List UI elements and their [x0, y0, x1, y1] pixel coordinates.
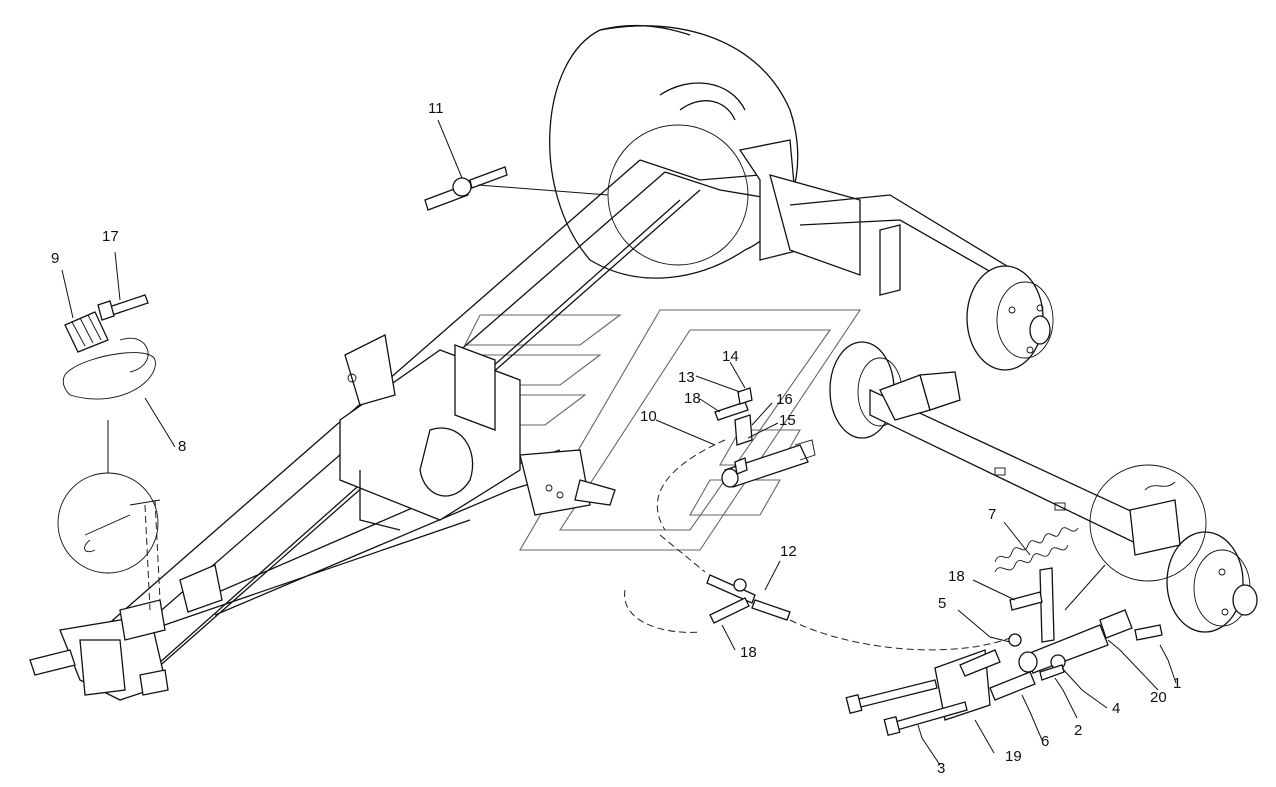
detail-circle-hub — [607, 124, 749, 266]
hydraulic-cylinder-10 — [721, 439, 816, 488]
fittings-11 — [424, 166, 609, 211]
pin-17 — [97, 294, 149, 321]
fittings-13-18 — [714, 387, 753, 446]
rear-right-hub — [966, 265, 1054, 371]
callout-18-bottom: 18 — [740, 644, 757, 661]
leader-lines — [61, 119, 1177, 766]
spring-7 — [994, 527, 1079, 573]
mounting-plate-19 — [934, 649, 1036, 721]
front-axle — [829, 341, 1258, 633]
axle-carrier — [339, 334, 616, 531]
callout-6: 6 — [1041, 733, 1049, 750]
callout-13: 13 — [678, 369, 695, 386]
bolts-3 — [845, 679, 968, 737]
callout-20: 20 — [1150, 689, 1167, 706]
callout-18-right: 18 — [948, 568, 965, 585]
callout-5: 5 — [938, 595, 946, 612]
callout-12: 12 — [780, 543, 797, 560]
callout-8: 8 — [178, 438, 186, 455]
callout-3: 3 — [937, 760, 945, 777]
tee-fitting-stack — [1009, 567, 1055, 643]
callout-11: 11 — [428, 100, 444, 117]
callout-labels: 1 2 3 4 5 6 7 8 9 10 11 12 13 14 15 16 1… — [51, 100, 1181, 777]
callout-10: 10 — [640, 408, 657, 425]
pin-cap-9 — [64, 311, 109, 353]
callout-14: 14 — [722, 348, 739, 365]
callout-18-top: 18 — [684, 390, 701, 407]
hydraulic-cylinder-20 — [1018, 609, 1163, 674]
strap-clip-8 — [62, 337, 156, 400]
callout-9: 9 — [51, 250, 59, 267]
tow-hitch — [29, 564, 223, 701]
callout-7: 7 — [988, 506, 996, 523]
callout-19: 19 — [1005, 748, 1022, 765]
callout-15: 15 — [779, 412, 796, 429]
small-parts — [1008, 633, 1066, 681]
callout-4: 4 — [1112, 700, 1120, 717]
routing-paths — [624, 439, 1011, 651]
callout-1: 1 — [1173, 675, 1181, 692]
callout-2: 2 — [1074, 722, 1082, 739]
callout-16: 16 — [776, 391, 793, 408]
callout-17: 17 — [102, 228, 119, 245]
detail-circle-axle — [1064, 464, 1207, 611]
detail-circle-hitch — [57, 420, 161, 611]
fittings-12 — [706, 574, 791, 624]
